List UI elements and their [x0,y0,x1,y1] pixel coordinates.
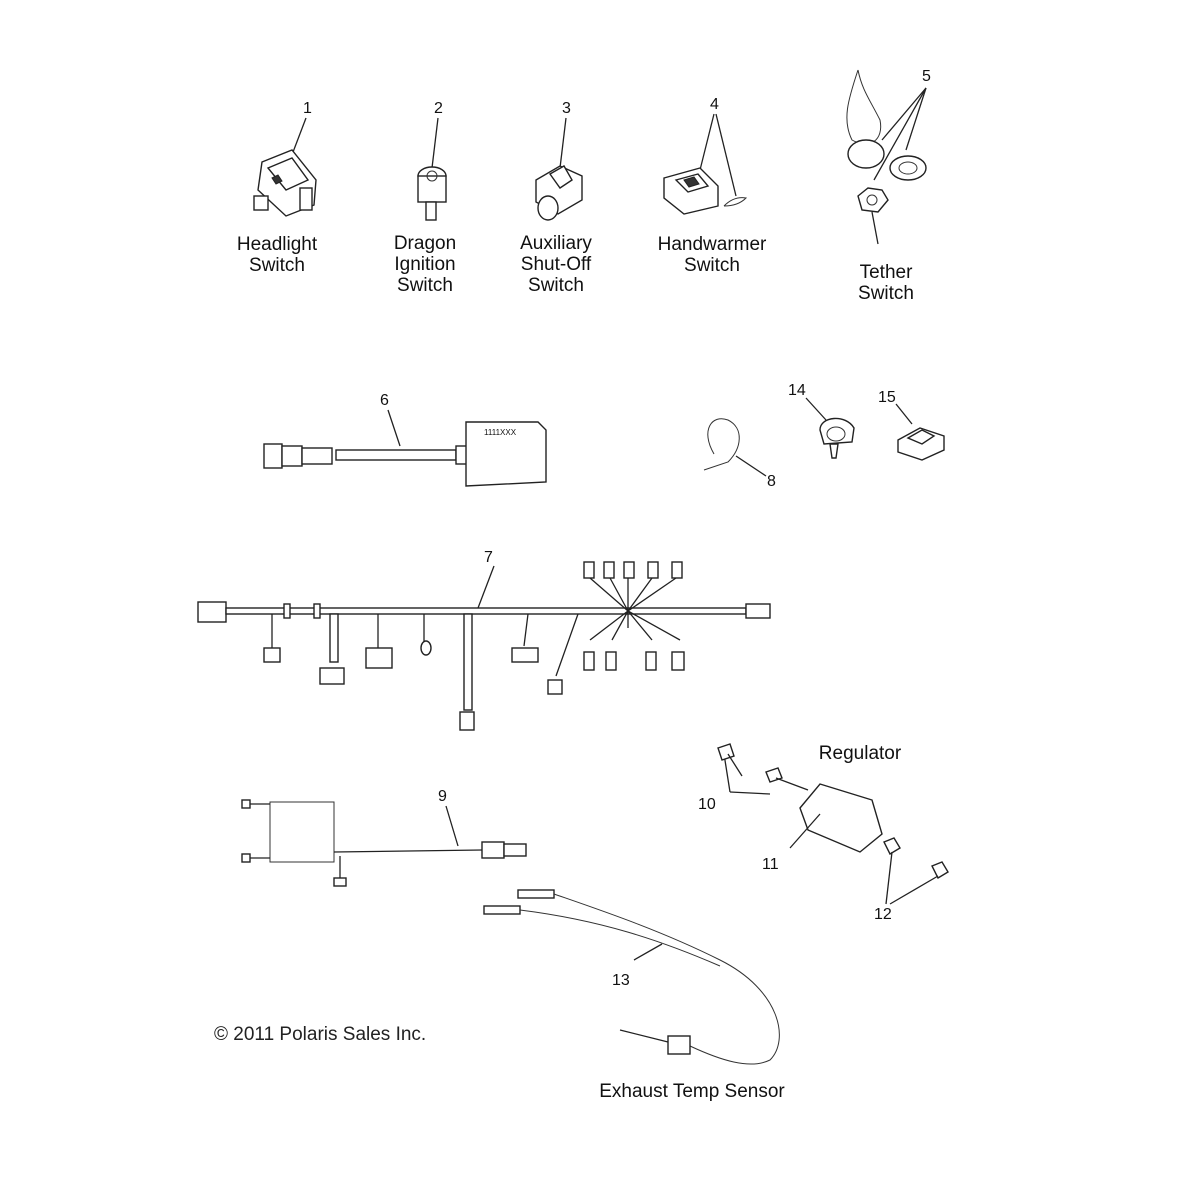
aux-shutoff-switch-label: Auxiliary Shut-Off Switch [520,233,592,296]
module-marking: 1111XXX [484,428,517,437]
part-number-7: 7 [484,549,493,566]
headlight-switch-part [253,117,317,217]
main-harness-part [197,561,771,731]
regulator-part [717,743,949,905]
part-number-2: 2 [434,100,443,117]
part-number-9: 9 [438,788,447,805]
part-number-14: 14 [788,382,806,399]
exhaust-temp-sensor-label: Exhaust Temp Sensor [599,1081,785,1102]
part-number-4: 4 [710,96,719,113]
exhaust-sensor-part [483,889,780,1065]
handwarmer-switch-label: Handwarmer Switch [657,234,767,276]
ignition-switch-label: Dragon Ignition Switch [393,233,457,296]
part-number-10: 10 [698,796,716,813]
part-number-8: 8 [767,473,776,490]
tether-switch-part [846,69,927,245]
part-number-13: 13 [612,972,630,989]
harness-9-part [241,799,527,887]
clip-14-part [805,397,855,459]
part-number-1: 1 [303,100,312,117]
aux-shutoff-switch-part [535,117,583,221]
handwarmer-switch-part [663,113,748,215]
part-number-3: 3 [562,100,571,117]
part-number-12: 12 [874,906,892,923]
part-number-15: 15 [878,389,896,406]
part-number-11: 11 [762,856,779,873]
copyright-notice: © 2011 Polaris Sales Inc. [214,1024,427,1045]
module-harness-part [263,409,547,487]
cable-tie-part [703,418,767,477]
clip-15-part [895,403,945,461]
part-number-5: 5 [922,68,931,85]
ignition-switch-part [417,117,447,221]
tether-switch-label: Tether Switch [858,262,914,304]
regulator-label: Regulator [818,743,902,764]
headlight-switch-label: Headlight Switch [236,234,318,276]
part-number-6: 6 [380,392,389,409]
